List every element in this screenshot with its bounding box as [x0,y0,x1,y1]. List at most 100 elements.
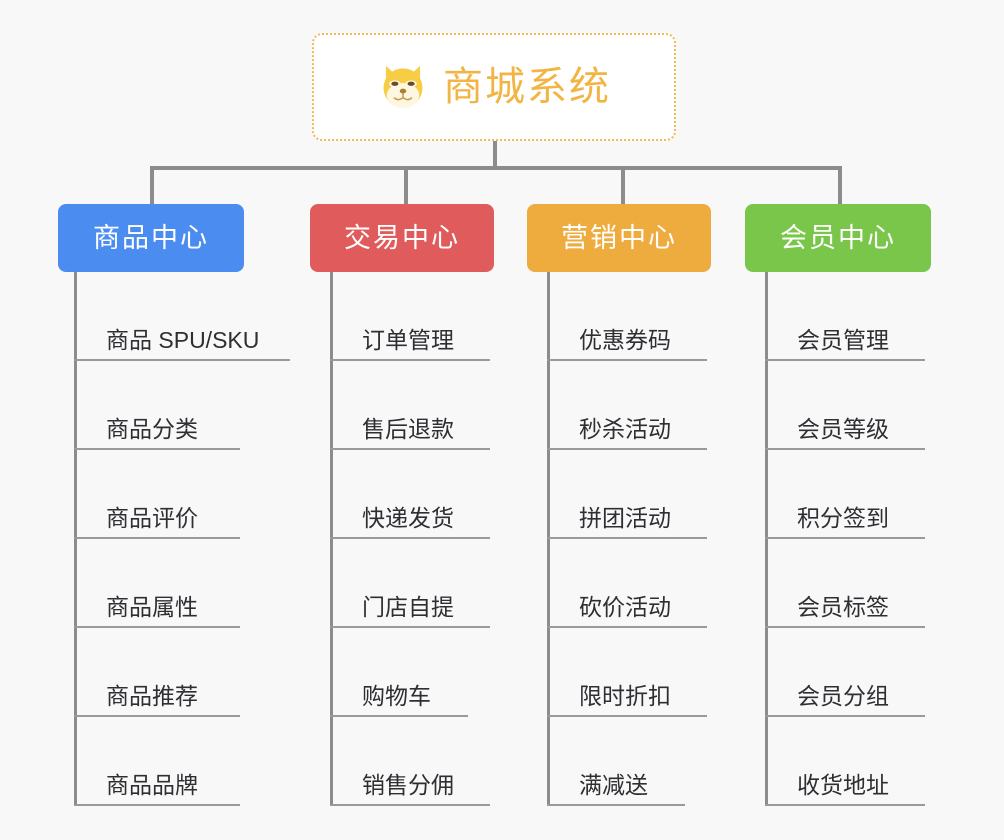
leaf-item-label: 商品属性 [106,594,198,620]
leaf-item[interactable]: 商品属性 [74,539,259,628]
leaf-item-label: 销售分佣 [362,772,454,798]
leaf-underline [765,804,925,806]
leaf-underline [74,715,240,717]
leaf-item[interactable]: 积分签到 [765,450,925,539]
branch-trunk-line-4 [765,272,768,806]
leaf-underline [330,715,468,717]
shiba-dog-emoji [383,65,423,109]
leaf-item[interactable]: 门店自提 [330,539,490,628]
branch-column-3: 营销中心优惠券码秒杀活动拼团活动砍价活动限时折扣满减送 [527,204,711,806]
leaf-item-label: 商品 SPU/SKU [106,327,260,353]
leaf-item[interactable]: 销售分佣 [330,717,490,806]
leaf-item-label: 快递发货 [362,505,454,531]
leaf-item[interactable]: 会员分组 [765,628,925,717]
branch-drop-line-1 [150,166,154,204]
leaf-item-label: 秒杀活动 [579,416,671,442]
leaf-item-label: 会员等级 [797,416,889,442]
leaf-underline [547,537,707,539]
leaf-item[interactable]: 收货地址 [765,717,925,806]
branch-trunk-line-3 [547,272,550,806]
branch-drop-line-3 [621,166,625,204]
leaf-underline [330,626,490,628]
leaf-item-label: 砍价活动 [579,594,671,620]
root-node[interactable]: 商城系统 [312,33,676,141]
leaf-underline [330,537,490,539]
leaf-item[interactable]: 限时折扣 [547,628,707,717]
leaf-underline [330,804,490,806]
leaf-item-label: 门店自提 [362,594,454,620]
root-stem-line [493,141,497,169]
leaf-item[interactable]: 商品 SPU/SKU [74,272,290,361]
leaf-item[interactable]: 订单管理 [330,272,490,361]
leaf-underline [765,626,925,628]
leaf-underline [74,804,240,806]
leaf-item-label: 拼团活动 [579,505,671,531]
leaf-underline [330,359,490,361]
leaf-item[interactable]: 商品品牌 [74,717,259,806]
leaf-item[interactable]: 商品分类 [74,361,259,450]
leaf-item-label: 积分签到 [797,505,889,531]
leaf-item-label: 商品评价 [106,505,198,531]
leaf-item-label: 满减送 [579,772,648,798]
leaf-item[interactable]: 商品推荐 [74,628,259,717]
branch-header-3[interactable]: 营销中心 [527,204,711,272]
leaf-underline [765,359,925,361]
leaf-underline [547,359,707,361]
leaf-item[interactable]: 商品评价 [74,450,259,539]
branch-header-2[interactable]: 交易中心 [310,204,494,272]
leaf-list-2: 订单管理售后退款快递发货门店自提购物车销售分佣 [330,272,490,806]
leaf-underline [547,715,707,717]
leaf-item[interactable]: 秒杀活动 [547,361,707,450]
leaf-list-3: 优惠券码秒杀活动拼团活动砍价活动限时折扣满减送 [547,272,707,806]
branch-trunk-line-1 [74,272,77,806]
leaf-item-label: 商品推荐 [106,683,198,709]
branch-column-2: 交易中心订单管理售后退款快递发货门店自提购物车销售分佣 [310,204,494,806]
branch-drop-line-4 [838,166,842,204]
leaf-item[interactable]: 满减送 [547,717,685,806]
leaf-item[interactable]: 砍价活动 [547,539,707,628]
leaf-item[interactable]: 会员标签 [765,539,925,628]
leaf-underline [330,448,490,450]
branch-header-1[interactable]: 商品中心 [58,204,244,272]
leaf-list-4: 会员管理会员等级积分签到会员标签会员分组收货地址 [765,272,925,806]
leaf-item[interactable]: 优惠券码 [547,272,707,361]
branch-bus-line [150,166,838,170]
leaf-underline [765,715,925,717]
leaf-item[interactable]: 购物车 [330,628,468,717]
branch-column-1: 商品中心商品 SPU/SKU 商品分类商品评价商品属性商品推荐商品品牌 [58,204,290,806]
leaf-underline [547,804,685,806]
leaf-item-label: 购物车 [362,683,431,709]
leaf-item-label: 限时折扣 [579,683,671,709]
branch-header-label: 会员中心 [780,222,896,253]
leaf-item[interactable]: 会员管理 [765,272,925,361]
leaf-underline [765,537,925,539]
leaf-item-label: 售后退款 [362,416,454,442]
leaf-item-label: 订单管理 [362,327,454,353]
leaf-underline [74,448,240,450]
leaf-underline [74,626,240,628]
leaf-item-label: 商品分类 [106,416,198,442]
leaf-item[interactable]: 拼团活动 [547,450,707,539]
leaf-item-label: 会员分组 [797,683,889,709]
leaf-item[interactable]: 快递发货 [330,450,490,539]
leaf-list-1: 商品 SPU/SKU 商品分类商品评价商品属性商品推荐商品品牌 [74,272,290,806]
leaf-underline [547,448,707,450]
leaf-underline [547,626,707,628]
leaf-underline [74,537,240,539]
branch-trunk-line-2 [330,272,333,806]
branch-drop-line-2 [404,166,408,204]
leaf-underline [765,448,925,450]
leaf-item-label: 商品品牌 [106,772,198,798]
branch-header-4[interactable]: 会员中心 [745,204,931,272]
leaf-item-label: 会员管理 [797,327,889,353]
leaf-item-label: 会员标签 [797,594,889,620]
leaf-underline [74,359,290,361]
branch-column-4: 会员中心会员管理会员等级积分签到会员标签会员分组收货地址 [745,204,931,806]
leaf-item[interactable]: 售后退款 [330,361,490,450]
leaf-item-label: 优惠券码 [579,327,671,353]
leaf-item-label: 收货地址 [797,772,889,798]
leaf-item[interactable]: 会员等级 [765,361,925,450]
root-title: 商城系统 [443,65,611,109]
branch-header-label: 商品中心 [93,222,209,253]
